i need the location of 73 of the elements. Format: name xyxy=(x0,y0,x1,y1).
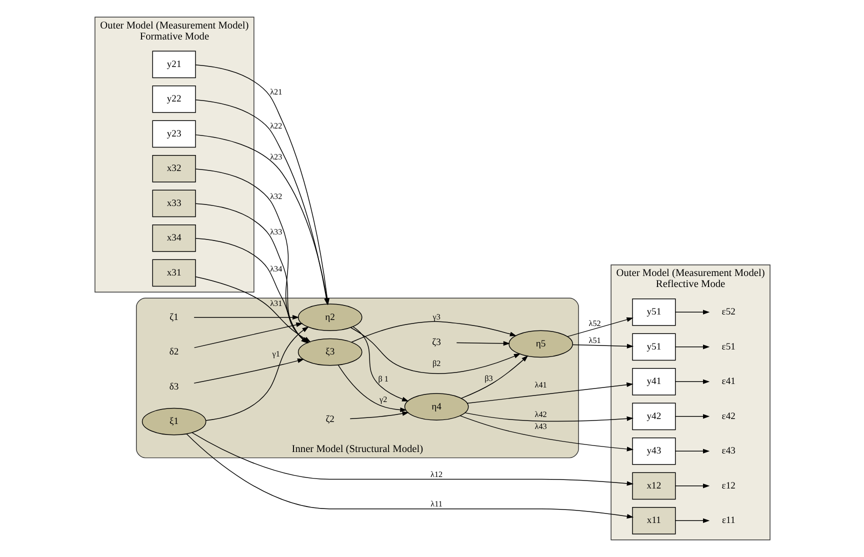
edge-label: λ33 xyxy=(270,227,282,236)
edge-label: λ21 xyxy=(270,88,282,97)
arrow xyxy=(186,434,634,519)
arrow xyxy=(349,411,408,420)
node-box: y43 xyxy=(632,437,676,465)
arrow xyxy=(193,314,299,320)
node-text: ε52 xyxy=(721,306,735,318)
edge-label: λ11 xyxy=(430,499,442,508)
node-text: ζ3 xyxy=(432,336,440,348)
arrow xyxy=(193,322,302,348)
edge-label: β2 xyxy=(432,358,440,368)
node-text: ε51 xyxy=(721,341,735,352)
node-box: y23 xyxy=(152,120,196,148)
edge-label: λ43 xyxy=(534,422,546,431)
node-text: ζ1 xyxy=(169,312,178,323)
node-box: x11 xyxy=(632,506,676,534)
edge-label: λ51 xyxy=(588,336,600,346)
arrow xyxy=(464,412,634,422)
arrow xyxy=(337,364,406,412)
edge-label: λ22 xyxy=(270,122,282,131)
arrow xyxy=(674,344,710,350)
edge-label: λ23 xyxy=(270,152,282,162)
edge-label: γ1 xyxy=(272,349,280,358)
arrow xyxy=(674,310,710,314)
edge-label: λ32 xyxy=(270,192,282,201)
edge-label: λ12 xyxy=(430,470,442,479)
node-box: x34 xyxy=(152,224,196,252)
arrow xyxy=(460,355,528,399)
node-text: ζ2 xyxy=(325,414,334,425)
node-ellipse: ξ1 xyxy=(141,408,206,436)
edge-label: λ34 xyxy=(270,264,282,274)
node-text: ε43 xyxy=(721,446,735,457)
node-box: x32 xyxy=(152,155,196,182)
node-ellipse: η2 xyxy=(297,304,362,331)
node-box: y41 xyxy=(632,368,676,396)
arrow xyxy=(352,326,408,402)
arrow xyxy=(674,484,710,488)
node-text: ε42 xyxy=(721,410,735,422)
node-box: x12 xyxy=(632,472,676,500)
arrow xyxy=(674,379,710,384)
arrow xyxy=(459,415,634,452)
edge-label: λ42 xyxy=(534,410,546,419)
node-box: y42 xyxy=(632,402,676,430)
node-box: y21 xyxy=(152,50,196,78)
edge-label: γ3 xyxy=(432,312,440,322)
arrow xyxy=(456,341,510,346)
node-text: δ2 xyxy=(168,346,178,358)
arrow xyxy=(193,358,304,384)
node-box: x33 xyxy=(152,190,196,218)
node-text: ε11 xyxy=(721,515,735,526)
arrow xyxy=(350,321,516,342)
edge-label: λ31 xyxy=(270,299,282,308)
arrow xyxy=(674,448,710,454)
edge-label: λ52 xyxy=(588,319,600,328)
node-box: y51 xyxy=(632,298,676,326)
arrow xyxy=(674,518,710,523)
node-text: ε41 xyxy=(721,376,735,388)
edge-label: γ2 xyxy=(379,395,387,404)
node-text: ε12 xyxy=(721,480,735,492)
node-text: δ3 xyxy=(168,381,178,392)
node-box: x31 xyxy=(152,259,196,287)
node-ellipse: η4 xyxy=(404,393,468,420)
arrow xyxy=(466,382,633,404)
arrow xyxy=(191,432,634,486)
edge-label: β3 xyxy=(484,374,492,383)
arrow xyxy=(350,327,520,374)
edge-label: β 1 xyxy=(378,374,388,384)
node-box: y22 xyxy=(152,86,196,113)
arrow xyxy=(674,414,710,419)
arrow xyxy=(572,344,634,349)
arrow xyxy=(566,317,633,337)
edge-label: λ41 xyxy=(534,380,546,390)
node-box: y51 xyxy=(632,333,676,361)
